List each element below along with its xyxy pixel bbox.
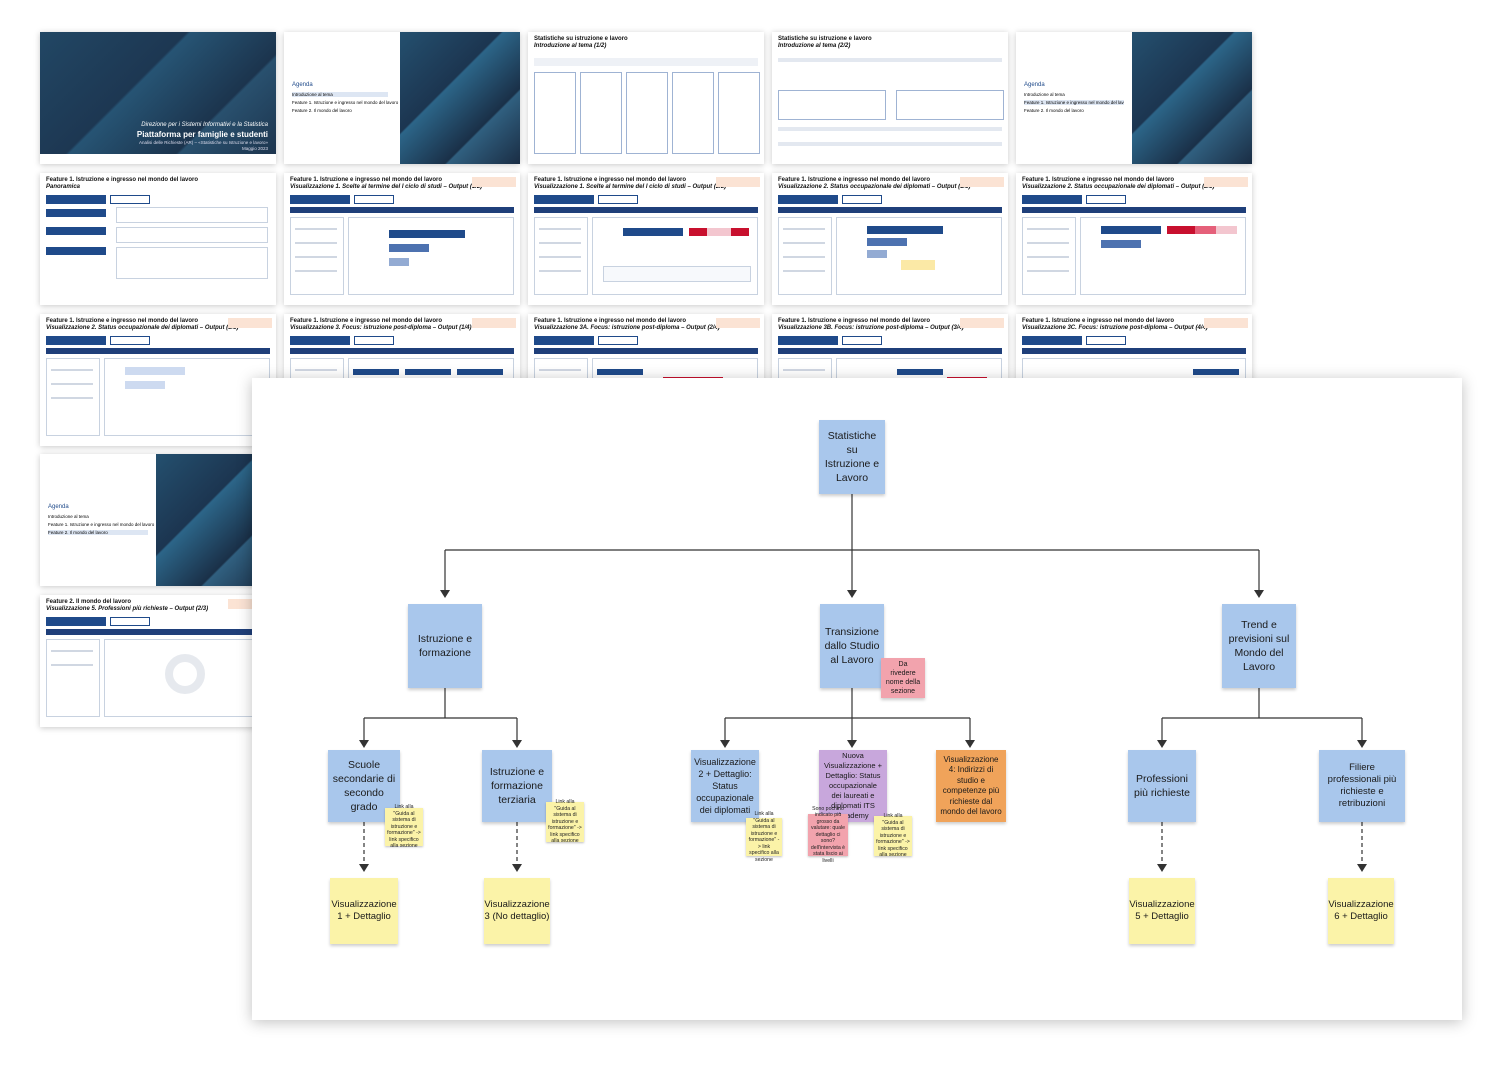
slide-heading: Feature 1. Istruzione e ingresso nel mon… [290,177,443,183]
slide-agenda-3[interactable]: Agenda Introduzione al tema Feature 1. I… [40,454,276,586]
node-nuova-visualizzazione[interactable]: Nuova Visualizzazione + Dettaglio: Statu… [819,750,887,822]
note-terziaria[interactable]: Link alla "Guida al sistema di istruzion… [546,799,584,844]
slide-heading: Feature 1. Istruzione e ingresso nel mon… [46,318,199,324]
slide-title-line3: Analisi delle Richieste (AR) – «Statisti… [138,140,268,145]
slide-heading: Statistiche su istruzione e lavoro [534,36,628,42]
slide-title-line2: Piattaforma per famiglie e studenti [136,130,268,139]
root-node[interactable]: Statistiche su Istruzione e Lavoro [819,420,885,494]
leaf-visualizzazione-3[interactable]: Visualizzazione 3 (No dettaglio) [484,878,550,944]
node-filiere[interactable]: Filiere professionali più richieste e re… [1319,750,1405,822]
slide-heading: Feature 1. Istruzione e ingresso nel mon… [534,318,687,324]
slide-title[interactable]: Direzione per i Sistemi Informativi e la… [40,32,276,164]
slide-agenda-2[interactable]: Agenda Introduzione al tema Feature 1. I… [1016,32,1252,164]
note-scuole[interactable]: Link alla "Guida al sistema di istruzion… [385,804,423,849]
slide-subheading: Visualizzazione 1. Scelte al termine del… [534,184,727,190]
mindmap-board: Statistiche su Istruzione e Lavoro Istru… [252,378,1462,1020]
slide-heading: Feature 1. Istruzione e ingresso nel mon… [778,177,931,183]
slide-v1a[interactable]: Feature 1. Istruzione e ingresso nel mon… [284,173,520,305]
branch-trend[interactable]: Trend e previsioni sul Mondo del Lavoro [1222,604,1296,688]
leaf-visualizzazione-1[interactable]: Visualizzazione 1 + Dettaglio [330,878,398,944]
agenda-item: Feature 2. Il mondo del lavoro [48,530,148,535]
agenda-item: Feature 2. Il mondo del lavoro [292,108,352,113]
leaf-visualizzazione-6[interactable]: Visualizzazione 6 + Dettaglio [1328,878,1394,944]
slide-subheading: Visualizzazione 2. Status occupazionale … [1022,184,1215,190]
slide-panoramica[interactable]: Feature 1. Istruzione e ingresso nel mon… [40,173,276,305]
note-vis2[interactable]: Link alla "Guida al sistema di istruzion… [746,811,782,863]
slide-intro-2[interactable]: Statistiche su istruzione e lavoro Intro… [772,32,1008,164]
slide-subheading: Visualizzazione 2. Status occupazionale … [778,184,971,190]
branch-istruzione[interactable]: Istruzione e formazione [408,604,482,688]
slide-subheading: Visualizzazione 3A. Focus: istruzione po… [534,325,720,331]
agenda-item: Introduzione al tema [48,514,89,519]
agenda-item: Feature 1. Istruzione e ingresso nel mon… [1024,100,1124,105]
slide-heading: Feature 1. Istruzione e ingresso nel mon… [290,318,443,324]
agenda-item: Feature 2. Il mondo del lavoro [1024,108,1084,113]
node-scuole-secondarie[interactable]: Scuole secondarie di secondo grado [328,750,400,822]
slide-title-line1: Direzione per i Sistemi Informativi e la… [141,122,268,128]
slide-subheading: Visualizzazione 3B. Focus: istruzione po… [778,325,964,331]
slide-v1b[interactable]: Feature 1. Istruzione e ingresso nel mon… [528,173,764,305]
slide-heading: Feature 1. Istruzione e ingresso nel mon… [1022,177,1175,183]
slide-subheading: Visualizzazione 3. Focus: istruzione pos… [290,325,472,331]
slide-heading: Feature 2. Il mondo del lavoro [46,599,132,605]
slide-v5[interactable]: Feature 2. Il mondo del lavoro Visualizz… [40,595,276,727]
slide-subheading: Visualizzazione 3C. Focus: istruzione po… [1022,325,1208,331]
slide-intro-1[interactable]: Statistiche su istruzione e lavoro Intro… [528,32,764,164]
note-nuova-yellow[interactable]: Link alla "Guida al sistema di istruzion… [874,813,912,858]
agenda-title: Agenda [1024,82,1045,88]
agenda-item: Feature 1. Istruzione e ingresso nel mon… [48,522,155,527]
slide-subheading: Visualizzazione 1. Scelte al termine del… [290,184,483,190]
agenda-item: Introduzione al tema [292,92,388,97]
slide-heading: Feature 1. Istruzione e ingresso nel mon… [46,177,199,183]
slide-subheading: Panoramica [46,184,81,190]
slide-subheading: Visualizzazione 2. Status occupazionale … [46,325,239,331]
agenda-item: Feature 1. Istruzione e ingresso nel mon… [292,100,399,105]
slide-subheading: Visualizzazione 5. Professioni più richi… [46,606,209,612]
node-professioni[interactable]: Professioni più richieste [1128,750,1196,822]
slide-heading: Statistiche su istruzione e lavoro [778,36,872,42]
slide-v2b[interactable]: Feature 1. Istruzione e ingresso nel mon… [1016,173,1252,305]
node-istruzione-terziaria[interactable]: Istruzione e formazione terziaria [482,750,552,822]
connectors [359,494,1367,872]
note-nuova-pink[interactable]: Sono pochino indicato più grosso da valu… [808,806,848,864]
node-visualizzazione-4[interactable]: Visualizzazione 4: Indirizzi di studio e… [936,750,1006,822]
node-visualizzazione-2[interactable]: Visualizzazione 2 + Dettaglio: Status oc… [691,750,759,822]
slide-subheading: Introduzione al tema (1/2) [534,43,607,49]
slide-agenda-1[interactable]: Agenda Introduzione al tema Feature 1. I… [284,32,520,164]
agenda-title: Agenda [48,504,69,510]
slide-heading: Feature 1. Istruzione e ingresso nel mon… [778,318,931,324]
review-note[interactable]: Da rivedere nome della sezione [881,658,925,698]
slide-heading: Feature 1. Istruzione e ingresso nel mon… [534,177,687,183]
agenda-title: Agenda [292,82,313,88]
slide-v2a[interactable]: Feature 1. Istruzione e ingresso nel mon… [772,173,1008,305]
branch-transizione[interactable]: Transizione dallo Studio al Lavoro [820,604,884,688]
slide-v2c[interactable]: Feature 1. Istruzione e ingresso nel mon… [40,314,276,446]
leaf-visualizzazione-5[interactable]: Visualizzazione 5 + Dettaglio [1129,878,1195,944]
slide-heading: Feature 1. Istruzione e ingresso nel mon… [1022,318,1175,324]
slide-title-line4: Maggio 2023 [241,146,268,151]
slide-subheading: Introduzione al tema (2/2) [778,43,851,49]
agenda-item: Introduzione al tema [1024,92,1065,97]
